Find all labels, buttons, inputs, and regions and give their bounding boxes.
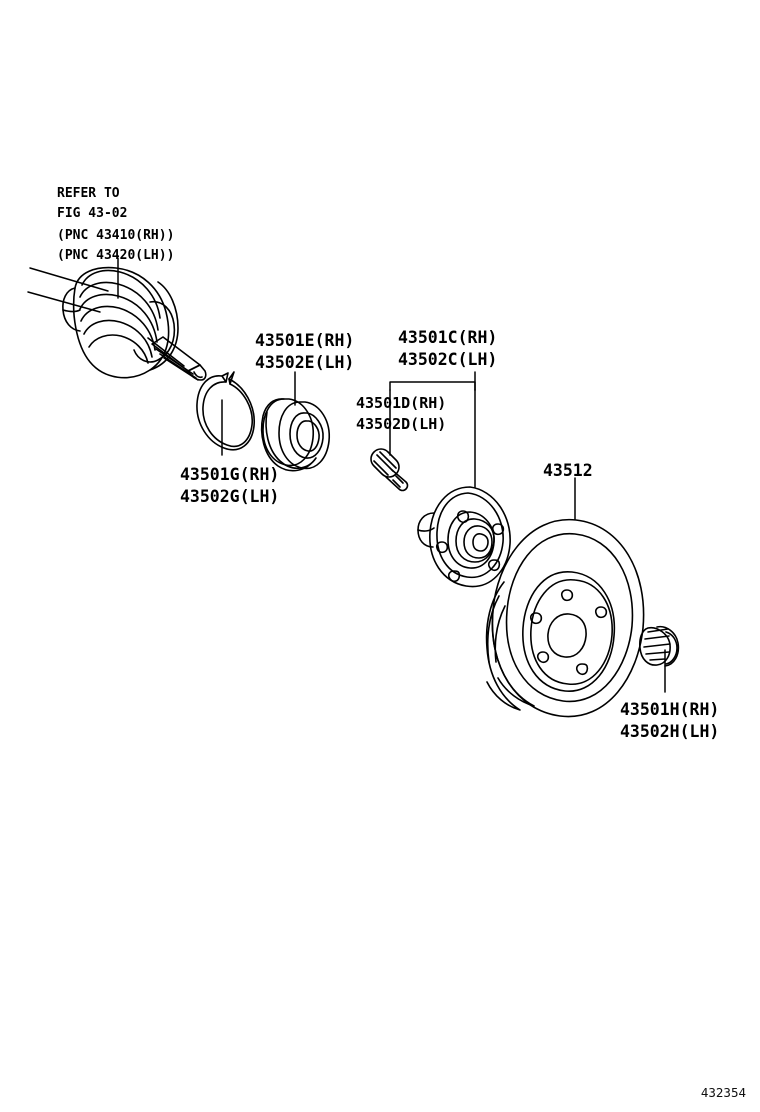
snap-ring [196,371,255,451]
refer-note-line2: FIG 43-02 [57,206,128,221]
hub-label-lh: 43502C(LH) [398,349,497,370]
hub-label-lh-text: 43502C(LH) [398,350,498,369]
hub-nut [639,625,680,667]
bearing-label-lh: 43502E(LH) [255,352,354,373]
hub-nut-label-lh: 43502H(LH) [620,721,719,742]
brake-disc [485,518,645,718]
bearing-label-rh-text: 43501E(RH) [255,331,355,350]
disc-label-text: 43512 [543,461,593,480]
hub-label-rh: 43501C(RH) [398,327,497,348]
snap-ring-label-rh-text: 43501G(RH) [180,465,280,484]
bearing-label-lh-text: 43502E(LH) [255,353,355,372]
snap-ring-label-lh: 43502G(LH) [180,486,279,507]
hub-bolt-label-rh-text: 43501D(RH) [356,394,447,412]
wheel-bearing [260,398,330,472]
hub-label-rh-text: 43501C(RH) [398,328,498,347]
snap-ring-label-rh: 43501G(RH) [180,464,279,485]
hub-bolt-label-lh-text: 43502D(LH) [356,415,447,433]
bearing-label-rh: 43501E(RH) [255,330,354,351]
disc-label: 43512 [543,460,593,481]
refer-note-pnc-rh: (PNC 43410(RH)) [57,225,174,246]
refer-note-line1: REFER TO [57,186,120,201]
refer-note-line4: (PNC 43420(LH)) [57,248,175,263]
hub-bolt [370,448,409,492]
hub-nut-label-rh: 43501H(RH) [620,699,719,720]
snap-ring-label-lh-text: 43502G(LH) [180,487,280,506]
axle-hub [417,486,511,588]
hub-nut-label-rh-text: 43501H(RH) [620,700,720,719]
refer-note-fig: FIG 43-02 [57,203,127,224]
drive-shaft-cv-joint-boot [62,266,207,381]
hub-bolt-label-lh: 43502D(LH) [356,414,446,435]
figure-id: 432354 [700,1085,746,1100]
hub-bolt-label-rh: 43501D(RH) [356,393,446,414]
refer-note-pnc-lh: (PNC 43420(LH)) [57,245,174,266]
drive-shaft-refer-note: REFER TO [57,183,120,204]
hub-nut-label-lh-text: 43502H(LH) [620,722,720,741]
refer-note-line3: (PNC 43410(RH)) [57,228,175,243]
